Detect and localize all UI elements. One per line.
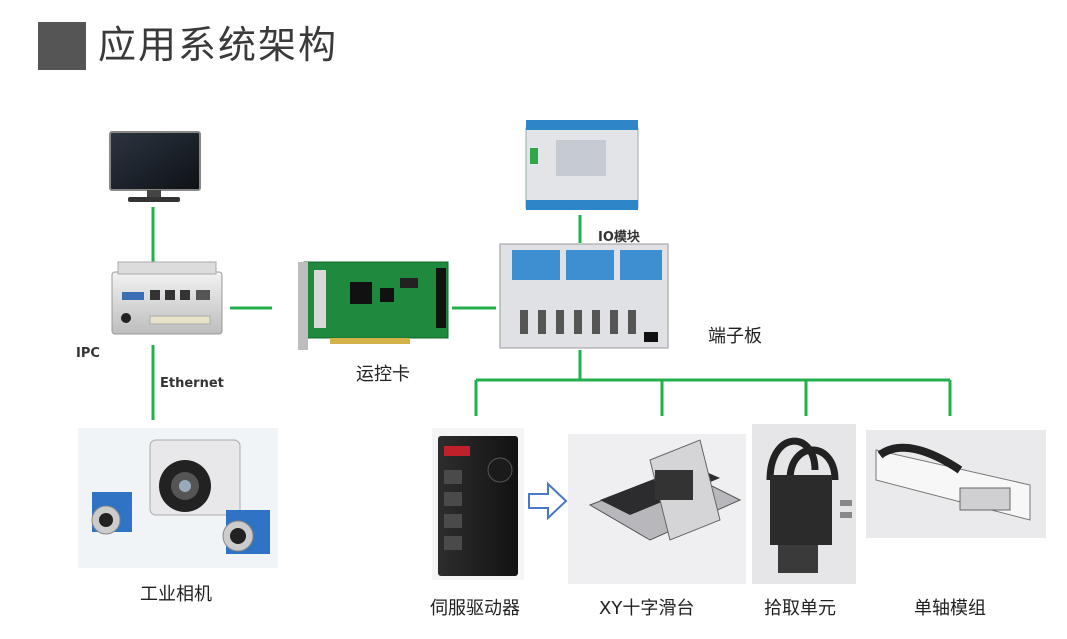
connector-lines: [151, 207, 952, 420]
label-terminal-board: 端子板: [708, 326, 762, 347]
motion-card-image: [298, 261, 449, 350]
single-axis-image: [866, 430, 1046, 538]
label-motion-card: 运控卡: [356, 364, 410, 385]
title-marker: [38, 22, 86, 70]
camera-image: [78, 428, 278, 568]
flow-arrow-icon: [528, 481, 568, 521]
label-servo-driver: 伺服驱动器: [430, 598, 520, 619]
io-module-image: [525, 120, 639, 210]
ipc-image: [111, 261, 223, 335]
xy-stage-image: [568, 434, 746, 584]
label-pick-unit: 拾取单元: [764, 598, 836, 619]
label-ipc: IPC: [76, 346, 100, 361]
page-title: 应用系统架构: [98, 23, 339, 67]
label-camera: 工业相机: [140, 584, 212, 605]
pick-unit-image: [752, 424, 856, 584]
label-single-axis: 单轴模组: [914, 598, 986, 619]
terminal-board-image: [499, 243, 669, 349]
monitor-image: [109, 131, 201, 202]
label-xy-stage: XY十字滑台: [599, 598, 695, 619]
label-io-module: IO模块: [598, 230, 640, 245]
label-ethernet: Ethernet: [160, 376, 224, 391]
servo-driver-image: [432, 428, 524, 580]
